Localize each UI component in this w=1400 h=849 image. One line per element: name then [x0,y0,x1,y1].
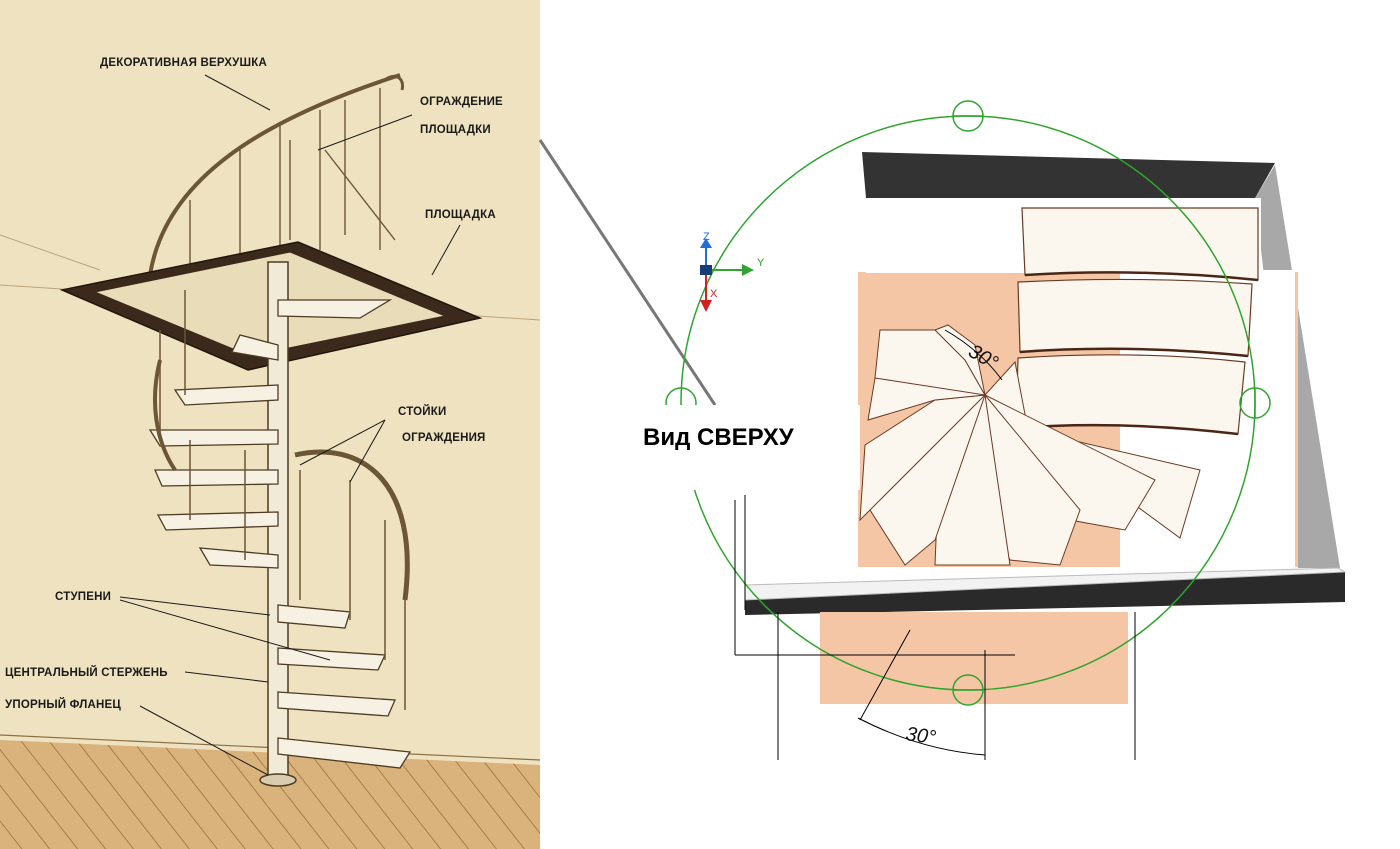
floor-extension [820,612,1128,704]
label-decorative-top: ДЕКОРАТИВНАЯ ВЕРХУШКА [100,57,267,69]
bottom-wall [745,572,1345,615]
label-railing-posts-1: СТОЙКИ [398,405,446,418]
label-landing: ПЛОЩАДКА [425,209,496,221]
angle-arc-top [944,329,1003,381]
callout-labels: ДЕКОРАТИВНАЯ ВЕРХУШКА ОГРАЖДЕНИЕ ПЛОЩАДК… [5,57,503,711]
spiral-stair-illustration: ДЕКОРАТИВНАЯ ВЕРХУШКА ОГРАЖДЕНИЕ ПЛОЩАДК… [0,0,541,849]
spiral-steps [148,299,412,769]
top-view-cad: 30° 30° Z Y X Вид СВЕРХУ [538,100,1347,760]
perspective-edge [538,139,717,406]
ucs-axis-icon: Z Y X [700,231,765,312]
axis-x-label: X [710,288,718,300]
label-central-rod: ЦЕНТРАЛЬНЫЙ СТЕРЖЕНЬ [5,666,168,679]
top-wall [862,152,1275,198]
title-box [630,405,860,490]
angle-label-bottom: 30° [904,723,937,749]
label-steps: СТУПЕНИ [55,591,111,603]
railing-posts [159,290,406,710]
label-landing-railing-1: ОГРАЖДЕНИЕ [420,96,503,108]
axis-y-label: Y [757,257,765,269]
label-railing-posts-2: ОГРАЖДЕНИЯ [402,432,486,444]
dimension-lines [734,495,1136,760]
leader-lines [119,74,461,776]
winder-steps [859,324,1201,566]
axis-z-label: Z [703,231,710,243]
view-title: Вид СВЕРХУ [643,424,795,451]
wooden-floor [0,740,540,849]
spiral-handrail-left [153,359,177,472]
wall-line [0,234,101,271]
spiral-handrail [294,449,410,601]
straight-steps [1015,207,1259,435]
label-support-flange: УПОРНЫЙ ФЛАНЕЦ [5,698,121,711]
landing-railing [148,73,405,285]
label-landing-railing-2: ПЛОЩАДКИ [420,124,491,136]
support-flange-shape [259,773,297,787]
